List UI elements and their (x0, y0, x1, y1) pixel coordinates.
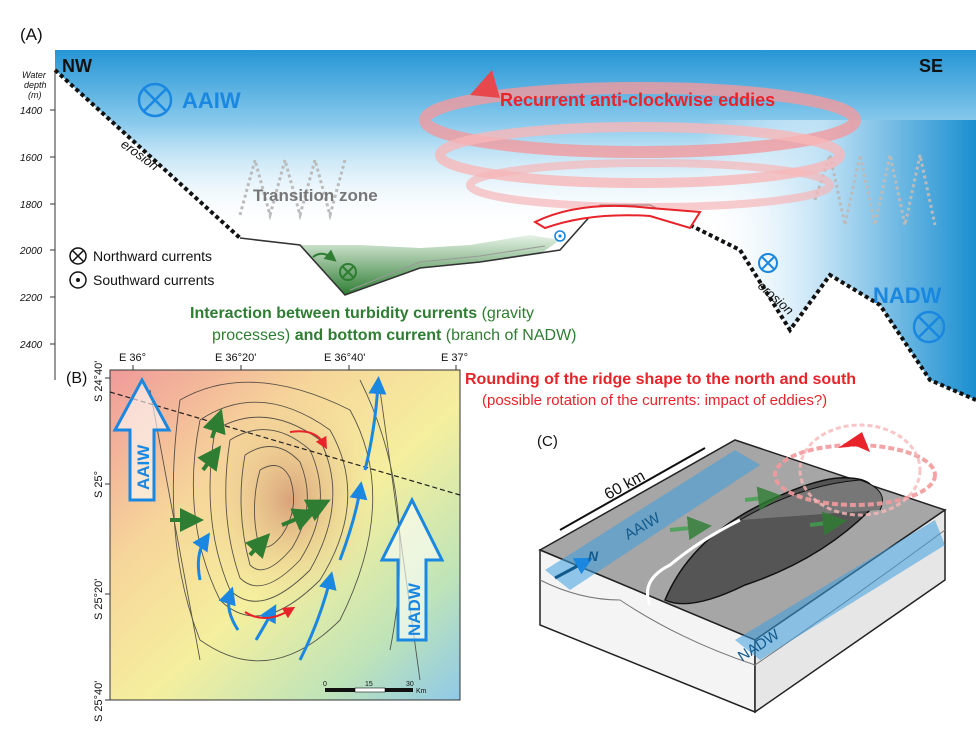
scale-label-0: 0 (323, 681, 327, 688)
panel-c (538, 423, 947, 714)
block-north-label: N (588, 548, 599, 564)
scale-label-30: 30 (406, 681, 414, 688)
panel-c-label: (C) (537, 433, 558, 450)
lon-tick-36: E 36° (119, 352, 146, 364)
interaction-line2: processes) and bottom current (branch of… (212, 327, 577, 344)
map-aaiw-arrow (112, 376, 172, 502)
erosion-slope-right (689, 223, 976, 402)
legend-northward-label: Northward currents (93, 248, 212, 264)
gravity-flow-arrow (312, 249, 337, 262)
depth-tick-1400: 1400 (20, 106, 43, 117)
nadw-label: NADW (873, 283, 942, 308)
eddy-arrowhead (470, 70, 500, 98)
scale-label-15: 15 (365, 681, 373, 688)
block-scale-line (559, 447, 706, 531)
depth-axis-title-line1: Water (22, 70, 47, 80)
block-moat (646, 518, 741, 606)
map-aaiw-label: AAIW (134, 444, 153, 490)
scale-unit: Km (416, 688, 427, 695)
lon-tick-36-40: E 36°40' (324, 352, 365, 364)
depth-tick-2400: 2400 (19, 340, 43, 351)
map-green-arrows (170, 408, 331, 559)
panel-b-label: (B) (66, 370, 87, 387)
nw-label: NW (62, 56, 92, 76)
map-red-arrow-north (289, 430, 327, 450)
lon-tick-37: E 37° (441, 352, 468, 364)
block-green-arrows (669, 486, 847, 541)
eddies-label: Recurrent anti-clockwise eddies (500, 90, 775, 110)
ridge-relief (200, 390, 380, 610)
eddies-graphic (419, 70, 861, 230)
southward-symbol-ridge (554, 230, 566, 242)
depth-axis-title-line3: (m) (28, 90, 42, 100)
map-blue-arrows (192, 376, 387, 661)
block-north-arrow (554, 557, 593, 580)
eddy-current-arrow (532, 204, 702, 230)
transition-zone-label: Transition zone (253, 186, 378, 205)
depth-axis (50, 70, 56, 380)
rounding-line2: (possible rotation of the currents: impa… (482, 392, 827, 409)
lat-tick-24-40: S 24°40' (93, 361, 105, 402)
rounding-line1: Rounding of the ridge shape to the north… (465, 371, 856, 388)
legend-southward-label: Southward currents (93, 272, 214, 288)
map-nadw-label: NADW (405, 582, 424, 636)
se-label: SE (919, 56, 943, 76)
lat-tick-25-40: S 25°40' (93, 681, 105, 722)
block-aaiw-band (545, 450, 760, 590)
lon-tick-36-20: E 36°20' (215, 352, 256, 364)
depth-axis-title-line2: depth (24, 80, 47, 90)
block-nadw-band (735, 520, 945, 660)
depth-tick-1800: 1800 (20, 200, 43, 211)
transition-zigzag-left (238, 154, 347, 221)
panel-b (105, 365, 461, 701)
block-eddy-arrowhead (838, 432, 870, 452)
map-scale-bar (325, 687, 413, 693)
depth-tick-1600: 1600 (20, 153, 43, 164)
aaiw-label: AAIW (182, 88, 241, 113)
northward-symbol-nadw-lower (912, 310, 946, 344)
depth-tick-2200: 2200 (19, 293, 43, 304)
northward-symbol-green (339, 263, 357, 281)
lat-tick-25-20: S 25°20' (93, 579, 105, 620)
block-eddy-inner (798, 423, 922, 517)
subsurface-reflector (349, 245, 546, 291)
map-red-arrow-south (244, 606, 296, 619)
map-ticks (105, 365, 457, 701)
nadw-water (700, 120, 976, 400)
legend-northward-icon (69, 247, 87, 265)
northward-symbol-aaiw (137, 82, 173, 118)
profile-trace (109, 391, 461, 496)
panel-a-label: (A) (20, 25, 43, 44)
depth-tick-2000: 2000 (19, 246, 43, 257)
lat-tick-25: S 25° (93, 471, 105, 498)
turbidite-body (300, 235, 560, 295)
legend-southward-icon (69, 271, 87, 289)
map-nadw-arrow (379, 496, 445, 642)
interaction-line1: Interaction between turbidity currents (… (190, 305, 534, 322)
northward-symbol-nadw-upper (758, 253, 778, 273)
